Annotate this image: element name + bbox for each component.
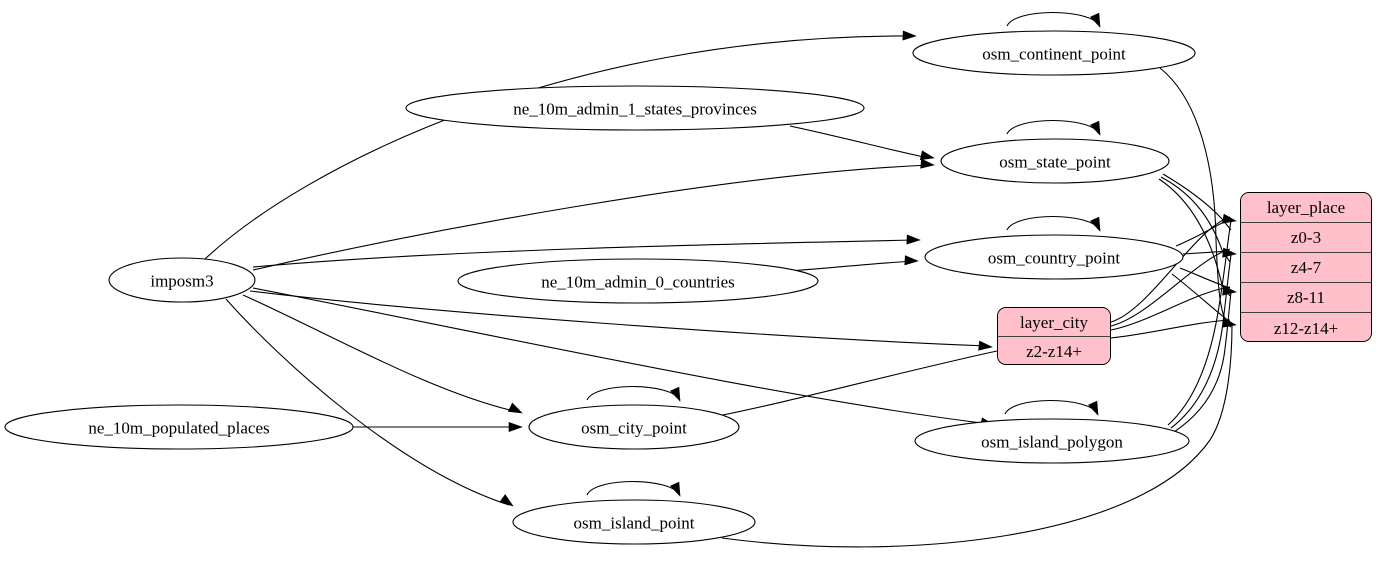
node-shape-ne_10m_admin_1_states [405,85,865,131]
edge-imposm3-to-osm_island_point [225,298,510,506]
node-label-osm_island_polygon: osm_island_polygon [981,433,1123,452]
record-row-layer_place-3[interactable]: z8-11 [1241,283,1371,313]
nodes-layer: imposm3 ne_10m_populated_places ne_10m_adm… [4,30,1196,545]
edge-osm_island_polygon-to-layer_place [1167,220,1232,426]
arrowhead [670,481,681,497]
edge-osm_state_point-to-layer_place [1158,178,1231,297]
node-label-osm_continent_point: osm_continent_point [982,45,1126,64]
node-ne_10m_admin_0_countries[interactable]: ne_10m_admin_0_countries [457,258,819,304]
edge-imposm3-to-layer_city [249,290,989,347]
node-imposm3[interactable]: imposm3 [108,257,256,303]
arrowhead [1222,285,1237,296]
node-shape-imposm3 [108,257,256,303]
node-osm_city_point[interactable]: osm_city_point [528,404,740,450]
arrowhead [978,340,993,351]
node-label-osm_city_point: osm_city_point [581,419,687,438]
arrowhead [920,158,935,169]
arrowhead [499,494,514,507]
edge-ne_10m_admin_1_states-to-osm_state_point [789,125,930,159]
edge-osm_state_point-to-layer_place [1160,176,1231,263]
node-shape-osm_country_point [924,234,1184,280]
record-row-layer_place-2[interactable]: z4-7 [1241,253,1371,283]
node-label-ne_10m_admin_0_countries: ne_10m_admin_0_countries [541,273,735,292]
edge-osm_continent_point-to-osm_continent_point [1006,12,1101,27]
node-osm_continent_point[interactable]: osm_continent_point [912,30,1196,76]
arrowheads-layer [499,12,1237,507]
edge-osm_island_polygon-to-layer_place [1173,291,1232,433]
node-osm_island_polygon[interactable]: osm_island_polygon [914,418,1190,464]
record-row-layer_place-0[interactable]: layer_place [1241,193,1371,223]
edge-layer_city-to-layer_place [1110,248,1231,327]
node-shape-osm_state_point [940,138,1170,184]
node-osm_state_point[interactable]: osm_state_point [940,138,1170,184]
record-row-layer_place-4[interactable]: z12-z14+ [1241,313,1371,341]
node-shape-osm_continent_point [912,30,1196,76]
arrowhead [902,30,917,41]
node-shape-osm_island_point [512,499,756,545]
node-shape-ne_10m_admin_0_countries [457,258,819,304]
node-label-osm_state_point: osm_state_point [999,153,1111,172]
edge-imposm3-to-osm_country_point [252,239,917,268]
edge-layer_city-to-layer_place [1110,286,1231,331]
arrowhead [1222,247,1237,258]
arrowhead [670,386,681,402]
arrowhead [1090,120,1101,136]
edge-osm_state_point-to-osm_state_point [1006,120,1101,135]
node-shape-ne_10m_populated_places [4,404,354,450]
arrowhead [1090,12,1101,28]
node-shape-osm_city_point [528,404,740,450]
node-label-imposm3: imposm3 [150,272,213,291]
edge-layer_city-to-layer_place [1110,319,1231,339]
node-osm_island_point[interactable]: osm_island_point [512,499,756,545]
node-label-osm_country_point: osm_country_point [988,249,1120,268]
edge-osm_island_polygon-to-layer_place [1170,254,1232,429]
edge-ne_10m_admin_0_countries-to-osm_country_point [789,260,915,272]
arrowhead [1222,317,1237,328]
edge-layer_city-to-osm_city_point [712,350,998,418]
edge-osm_city_point-to-osm_city_point [586,386,681,401]
arrowhead [1088,400,1099,416]
record-row-layer_city-1[interactable]: z2-z14+ [998,337,1110,364]
node-ne_10m_admin_1_states[interactable]: ne_10m_admin_1_states_provinces [405,85,865,131]
arrowhead [1222,213,1237,224]
node-label-ne_10m_populated_places: ne_10m_populated_places [88,419,269,438]
edge-layer_city-to-layer_place [1110,216,1231,323]
node-label-ne_10m_admin_1_states: ne_10m_admin_1_states_provinces [513,100,757,119]
edge-osm_country_point-to-layer_place [1175,218,1231,247]
node-label-osm_island_point: osm_island_point [574,514,695,533]
edge-osm_country_point-to-osm_country_point [1006,216,1101,231]
arrowhead [919,150,935,161]
edge-osm_state_point-to-layer_place [1162,173,1232,231]
record-row-layer_city-0[interactable]: layer_city [998,308,1110,337]
edge-imposm3-to-osm_city_point [242,294,519,413]
record-row-layer_place-1[interactable]: z0-3 [1241,223,1371,253]
arrowhead [508,421,523,433]
edge-osm_country_point-to-layer_place [1179,267,1231,289]
edge-imposm3-to-osm_island_polygon [252,287,991,425]
node-osm_country_point[interactable]: osm_country_point [924,234,1184,280]
edge-imposm3-to-osm_continent_point [204,35,913,260]
edge-osm_continent_point-to-layer_place [1159,67,1232,328]
node-shape-osm_island_polygon [914,418,1190,464]
arrowhead [507,402,523,414]
edge-osm_country_point-to-layer_place [1171,273,1231,323]
edge-osm_island_polygon-to-osm_island_polygon [1004,400,1099,415]
edge-imposm3-to-osm_state_point [252,164,931,271]
arrowhead [904,255,919,266]
edge-osm_island_point-to-layer_place [721,324,1233,548]
arrowhead [906,234,921,245]
edge-osm_island_point-to-osm_island_point [586,481,681,496]
arrowhead [1090,216,1101,232]
node-ne_10m_populated_places[interactable]: ne_10m_populated_places [4,404,354,450]
